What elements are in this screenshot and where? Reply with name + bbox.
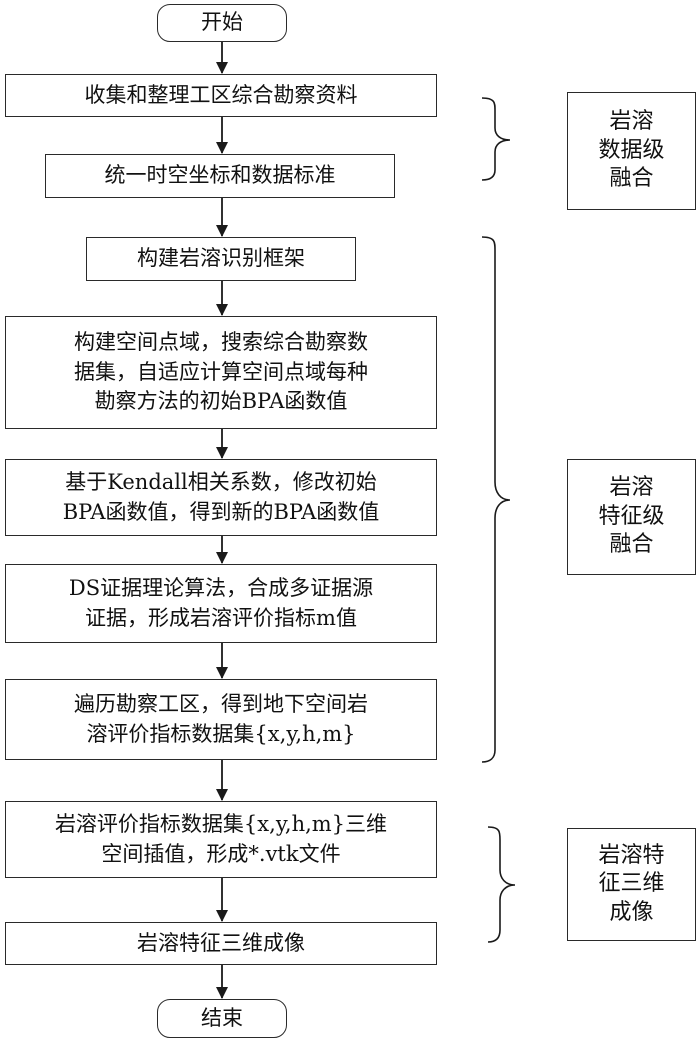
process-step-5: 基于Kendall相关系数，修改初始 BPA函数值，得到新的BPA函数值 — [5, 459, 437, 536]
process-step-1-text: 收集和整理工区综合勘察资料 — [84, 82, 358, 107]
group-label-feature-fusion: 岩溶 特征级 融合 — [567, 459, 696, 575]
process-step-4-text: 构建空间点域，搜索综合勘察数 据集，自适应计算空间点域每种 勘察方法的初始BPA… — [74, 329, 368, 414]
process-step-1: 收集和整理工区综合勘察资料 — [5, 74, 437, 117]
brace-data-fusion — [481, 97, 511, 181]
process-step-4: 构建空间点域，搜索综合勘察数 据集，自适应计算空间点域每种 勘察方法的初始BPA… — [5, 316, 437, 429]
process-step-3-text: 构建岩溶识别框架 — [137, 246, 305, 271]
brace-feature-fusion — [481, 236, 511, 763]
start-node-text: 开始 — [201, 10, 243, 35]
process-step-7: 遍历勘察工区，得到地下空间岩 溶评价指标数据集{x,y,h,m} — [5, 679, 437, 760]
group-label-3d-imaging-text: 岩溶特 征三维 成像 — [598, 842, 665, 925]
brace-3d-imaging — [487, 826, 516, 943]
start-node: 开始 — [157, 4, 287, 42]
process-step-7-text: 遍历勘察工区，得到地下空间岩 溶评价指标数据集{x,y,h,m} — [74, 691, 368, 746]
process-step-8: 岩溶评价指标数据集{x,y,h,m}三维 空间插值，形成*.vtk文件 — [5, 801, 437, 878]
process-step-6-text: DS证据理论算法，合成多证据源 证据，形成岩溶评价指标m值 — [68, 575, 374, 630]
group-label-feature-fusion-text: 岩溶 特征级 融合 — [598, 475, 665, 558]
end-node-text: 结束 — [201, 1005, 243, 1030]
group-label-3d-imaging: 岩溶特 征三维 成像 — [567, 828, 696, 941]
process-step-2-text: 统一时空坐标和数据标准 — [104, 163, 336, 188]
group-label-data-fusion-text: 岩溶 数据级 融合 — [598, 109, 665, 192]
process-step-3: 构建岩溶识别框架 — [86, 237, 356, 281]
process-step-5-text: 基于Kendall相关系数，修改初始 BPA函数值，得到新的BPA函数值 — [62, 469, 380, 524]
process-step-6: DS证据理论算法，合成多证据源 证据，形成岩溶评价指标m值 — [5, 564, 437, 643]
process-step-9-text: 岩溶特征三维成像 — [137, 930, 305, 955]
process-step-8-text: 岩溶评价指标数据集{x,y,h,m}三维 空间插值，形成*.vtk文件 — [54, 811, 388, 866]
process-step-9: 岩溶特征三维成像 — [5, 922, 437, 965]
process-step-2: 统一时空坐标和数据标准 — [45, 154, 395, 198]
group-label-data-fusion: 岩溶 数据级 融合 — [567, 92, 696, 210]
end-node: 结束 — [157, 999, 287, 1038]
